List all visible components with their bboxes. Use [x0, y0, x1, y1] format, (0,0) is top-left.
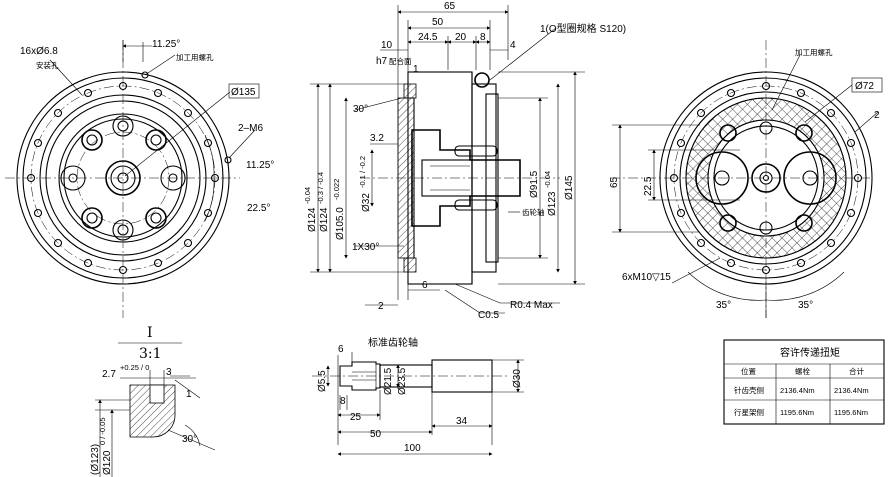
table-cell-r2-c3: 1195.6Nm [834, 408, 868, 417]
dim-2-right: 2 [874, 110, 880, 121]
process-hole-note-right: 加工用螺孔 [795, 47, 833, 57]
dia-105-tol: -0.022 [332, 179, 341, 200]
mounting-holes [26, 71, 232, 275]
table-cell-r1-c2: 2136.4Nm [780, 386, 815, 395]
detail-view [95, 342, 216, 477]
dia-124-b: Ø124 [319, 207, 330, 232]
tapped-holes-label: 6xM10▽15 [622, 272, 671, 283]
dia-124-b-tol: -0.3 / -0.4 [316, 172, 325, 204]
table-cell-r2-c2: 1195.6Nm [780, 408, 814, 417]
dim-24-5: 24.5 [418, 32, 438, 43]
dia-32-tol: -0.1 / -0.2 [358, 156, 367, 188]
table-header-bolt: 螺栓 [795, 366, 810, 376]
shaft-dim-100: 100 [404, 443, 421, 454]
shaft-dia-23-5: Ø23.5 [397, 367, 408, 395]
dim-8: 8 [480, 32, 486, 43]
angle-35-a: 35° [716, 300, 731, 311]
dim-65-section: 65 [444, 1, 456, 12]
table-header-total: 合计 [849, 366, 864, 376]
dim-20: 20 [455, 32, 467, 43]
angle-35-b: 35° [798, 300, 813, 311]
shaft-dim-25: 25 [350, 412, 362, 423]
torque-table [723, 339, 885, 425]
table-cell-r1-c3: 2136.4Nm [834, 386, 869, 395]
h7-note: 配合面 [389, 56, 412, 66]
dia-124-a-tol: -0.04 [303, 187, 312, 204]
dim-1-section: 1 [413, 64, 419, 75]
detail-dim-2-7-tol: +0.25 / 0 [120, 363, 149, 372]
dim-10: 10 [381, 40, 393, 51]
gear-shaft-note: 齿轮轴 [522, 207, 545, 217]
dim-3-2: 3.2 [370, 133, 384, 144]
h7-label: h7 [376, 56, 388, 67]
dia-105: Ø105.0 [335, 207, 346, 240]
dim-65-right: 65 [609, 176, 620, 188]
detail-title: I [147, 325, 153, 341]
dia-145: Ø145 [564, 175, 575, 200]
angle-right-label: 11.25° [246, 160, 274, 171]
shaft-dim-8: 8 [340, 396, 346, 407]
dim-2-section: 2 [378, 301, 384, 312]
front-view-right [610, 40, 879, 318]
table-cell-r1-c1: 针齿壳侧 [734, 385, 764, 395]
bolt-holes-right [669, 81, 863, 275]
dim-22-5-right: 22.5 [643, 176, 654, 196]
holes-label: 16xØ6.8 [20, 46, 58, 57]
diameter-72-label: Ø72 [855, 81, 874, 92]
shaft-dia-21-5: Ø21.5 [383, 367, 394, 395]
detail-angle: 30° [182, 434, 197, 445]
oring-label: 1(O型圈规格 S120) [540, 22, 626, 35]
process-hole-note-left: 加工用螺孔 [176, 52, 214, 62]
front-view-left [5, 40, 256, 318]
chamfer-30-label: 30° [353, 104, 368, 115]
angle-top-label: 11.25° [152, 39, 180, 50]
detail-dia-123: (Ø123) [90, 444, 101, 475]
shaft-dim-6: 6 [338, 344, 344, 355]
detail-dia-120: Ø120 [102, 450, 113, 475]
angle-bottom-label: 22.5° [247, 203, 270, 214]
shaft-dia-5-5: Ø5.5 [317, 370, 328, 392]
dia-123-tol: -0.04 [543, 171, 552, 188]
dia-123: Ø123 [547, 191, 558, 216]
dia-32: Ø32 [361, 193, 372, 212]
detail-scale: 3:1 [139, 346, 162, 362]
detail-dia-120-tol: 0 / -0.05 [98, 417, 107, 445]
diameter-135-label: Ø135 [231, 87, 256, 98]
shaft-dim-34: 34 [456, 416, 468, 427]
shaft-dia-30: Ø30 [512, 369, 523, 388]
dia-91-5: Ø91.5 [529, 170, 540, 198]
table-title: 容许传递扭矩 [780, 346, 840, 359]
c05-label: C0.5 [478, 310, 500, 321]
dia-124-a: Ø124 [307, 207, 318, 232]
shaft-title: 标准齿轮轴 [368, 336, 418, 349]
dim-50-section: 50 [432, 17, 444, 28]
chamfer-1x30-label: 1X30° [352, 242, 379, 253]
r04-label: R0.4 Max [510, 300, 553, 311]
holes-note: 安装孔 [36, 60, 59, 70]
shaft-dim-50: 50 [370, 429, 382, 440]
dim-6-section: 6 [422, 280, 428, 291]
table-header-position: 位置 [741, 366, 756, 376]
table-cell-r2-c1: 行星架侧 [734, 407, 764, 417]
detail-dim-2-7: 2.7 [102, 369, 116, 380]
dim-4: 4 [510, 40, 516, 51]
detail-dim-1: 1 [186, 389, 192, 400]
section-view [310, 5, 585, 314]
thread-label: 2–M6 [238, 123, 263, 134]
detail-dim-3: 3 [166, 367, 172, 378]
gear-shaft-view [312, 352, 524, 456]
